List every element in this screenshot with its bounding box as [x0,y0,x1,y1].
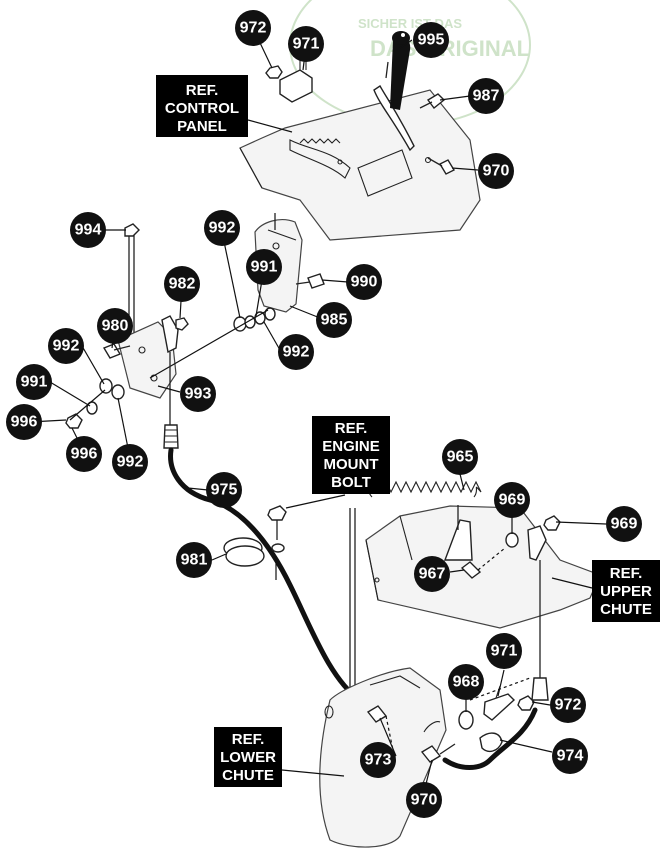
callout-992: 992 [48,328,84,364]
callout-number: 969 [499,492,526,509]
callout-969: 969 [606,506,642,542]
ref-line: UPPER [600,583,652,600]
ref-label-control-panel: REF. CONTROL PANEL [156,75,248,137]
callout-number: 991 [21,374,48,391]
callout-number: 991 [251,259,278,276]
callout-996: 996 [66,436,102,472]
callout-992: 992 [204,210,240,246]
ref-line: CONTROL [165,100,239,117]
cable-975 [163,352,538,770]
callout-972: 972 [235,10,271,46]
callout-number: 973 [365,752,392,769]
callout-number: 982 [169,276,196,293]
ref-line: REF. [610,565,643,582]
callout-number: 992 [283,344,310,361]
callout-975: 975 [206,472,242,508]
callout-number: 987 [473,88,500,105]
callout-995: 995 [413,22,449,58]
callout-number: 981 [181,552,208,569]
callout-number: 980 [102,318,129,335]
callout-number: 972 [555,697,582,714]
lower-chute-drawing [319,667,535,848]
callout-number: 985 [321,312,348,329]
callout-992: 992 [112,444,148,480]
callout-number: 990 [351,274,378,291]
callout-987: 987 [468,78,504,114]
upper-chute-drawing [365,505,601,701]
callout-number: 967 [419,566,446,583]
callout-number: 992 [209,220,236,237]
callout-number: 971 [491,643,518,660]
callout-968: 968 [448,664,484,700]
callout-number: 972 [240,20,267,37]
callout-number: 968 [453,674,480,691]
callout-970: 970 [478,153,514,189]
callout-number: 969 [611,516,638,533]
callout-971: 971 [486,633,522,669]
watermark-line1: SICHER IST DAS [358,16,462,31]
callout-971: 971 [288,26,324,62]
callout-996: 996 [6,404,42,440]
callout-980: 980 [97,308,133,344]
ref-line: ENGINE [322,438,380,455]
callout-985: 985 [316,302,352,338]
ref-line: PANEL [177,118,227,135]
middle-bracket-drawing [65,213,325,429]
ref-line: CHUTE [222,767,274,784]
callout-974: 974 [552,738,588,774]
ref-label-engine-mount-bolt: REF. ENGINE MOUNT BOLT [312,416,390,494]
ref-label-upper-chute: REF. UPPER CHUTE [592,560,660,622]
ref-line: BOLT [331,474,371,491]
ref-line: REF. [186,82,219,99]
callout-number: 974 [557,748,584,765]
ref-line: REF. [232,731,265,748]
ref-line: CHUTE [600,601,652,618]
callout-number: 992 [53,338,80,355]
ref-label-lower-chute: REF. LOWER CHUTE [214,727,282,787]
callout-number: 992 [117,454,144,471]
callout-991: 991 [246,249,282,285]
callout-992: 992 [278,334,314,370]
callout-994: 994 [70,212,106,248]
callout-number: 994 [75,222,102,239]
callout-982: 982 [164,266,200,302]
callout-number: 993 [185,386,212,403]
callout-969: 969 [494,482,530,518]
callout-993: 993 [180,376,216,412]
clamp-981 [223,505,287,580]
callout-number: 971 [293,36,320,53]
callout-number: 996 [11,414,38,431]
callout-970: 970 [406,782,442,818]
callout-number: 995 [418,32,445,49]
control-panel-drawing [239,31,481,241]
ref-line: LOWER [220,749,276,766]
callout-number: 965 [447,449,474,466]
ref-line: REF. [335,420,368,437]
callout-number: 975 [211,482,238,499]
callout-973: 973 [360,742,396,778]
callout-number: 996 [71,446,98,463]
callout-965: 965 [442,439,478,475]
callout-number: 970 [483,163,510,180]
callout-967: 967 [414,556,450,592]
callout-990: 990 [346,264,382,300]
callout-number: 970 [411,792,438,809]
callout-972: 972 [550,687,586,723]
callout-981: 981 [176,542,212,578]
ref-line: MOUNT [324,456,379,473]
callout-991: 991 [16,364,52,400]
